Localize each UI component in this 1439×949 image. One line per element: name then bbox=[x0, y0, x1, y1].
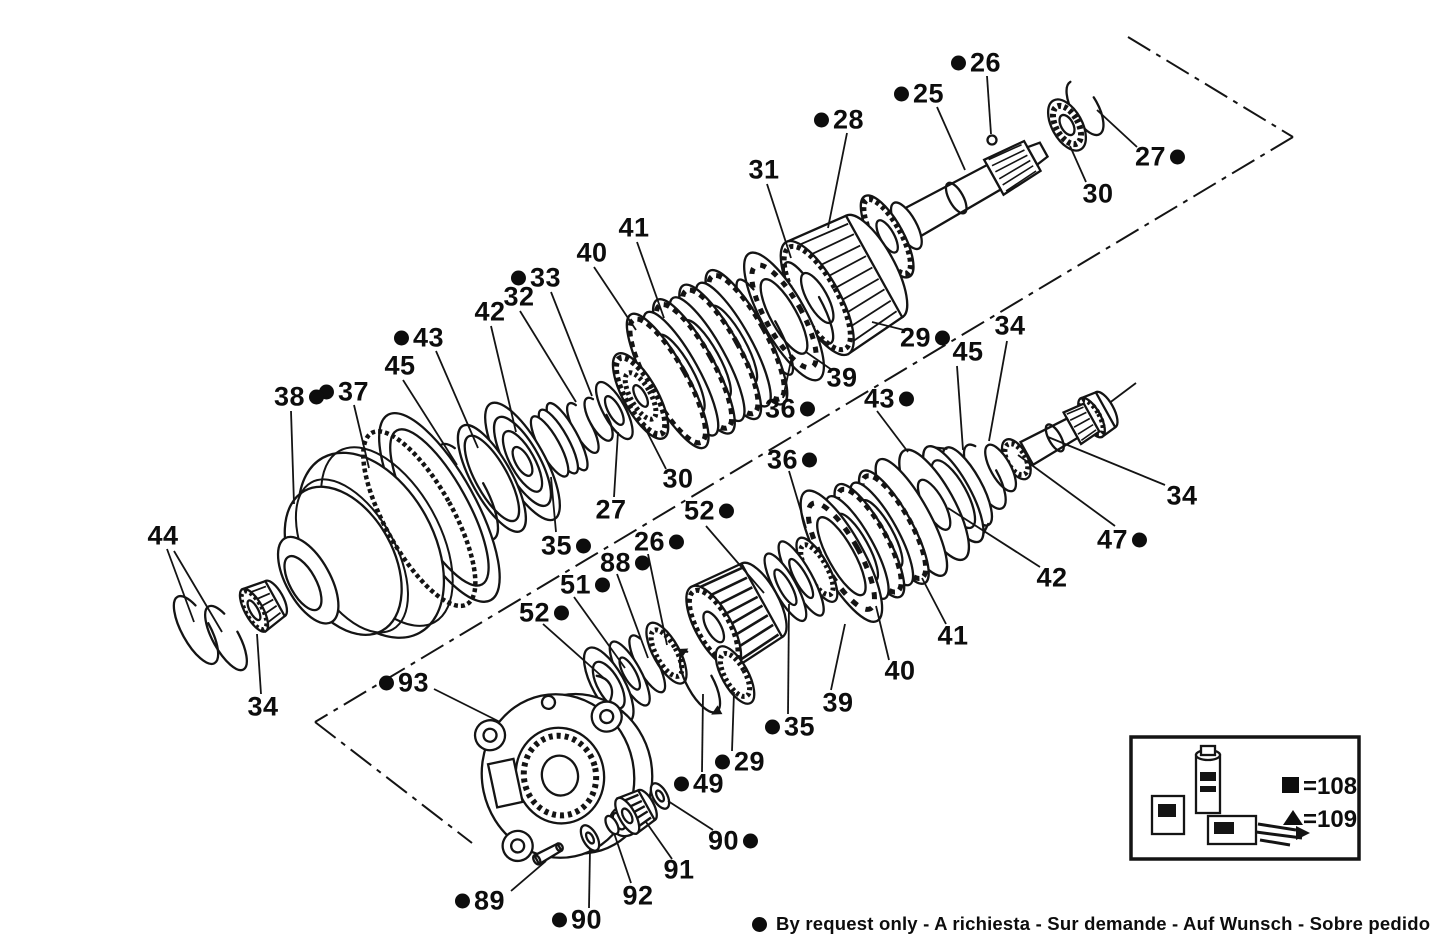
pressure-plate bbox=[743, 251, 826, 382]
construction-lines bbox=[314, 36, 1294, 844]
snap-rings-44 bbox=[172, 594, 248, 672]
bearing-29 bbox=[714, 645, 756, 705]
ring-set-35 bbox=[529, 401, 589, 478]
upper-assembly bbox=[238, 139, 1050, 639]
snap-ring-36 bbox=[735, 278, 795, 376]
pump-drive-pin-89 bbox=[532, 842, 564, 866]
input-shaft bbox=[859, 139, 1050, 279]
needle-bearing-34 bbox=[1000, 438, 1032, 481]
detent-ball-26 bbox=[986, 134, 998, 146]
leader-lines bbox=[166, 75, 1166, 909]
thrust-washer-27 bbox=[594, 380, 634, 441]
clutch-drum-large bbox=[276, 411, 501, 639]
package-drawing bbox=[1150, 744, 1310, 847]
lower-assembly bbox=[582, 390, 1119, 724]
clutch-drum-gear bbox=[779, 213, 909, 357]
one-way-clutch-gear bbox=[611, 352, 670, 440]
washer-34 bbox=[984, 443, 1018, 493]
output-shaft bbox=[1018, 390, 1119, 467]
legend-box bbox=[1129, 735, 1361, 861]
snap-ring-49 bbox=[677, 648, 723, 715]
washer-stack bbox=[763, 536, 839, 623]
seal-ring-43 bbox=[456, 423, 527, 533]
needle-bearing-30 bbox=[1046, 98, 1088, 152]
piston-cup-42 bbox=[922, 445, 994, 544]
axis-pointer-line bbox=[1107, 382, 1137, 405]
washer-90-b bbox=[649, 782, 671, 810]
pressure-plate-41 bbox=[874, 457, 949, 577]
washer-90-a bbox=[579, 824, 601, 852]
clutch-pack-upper bbox=[625, 268, 789, 450]
splined-hub-34 bbox=[238, 579, 289, 633]
oil-pump-housing bbox=[473, 692, 654, 863]
snap-ring-45 bbox=[962, 443, 1007, 510]
